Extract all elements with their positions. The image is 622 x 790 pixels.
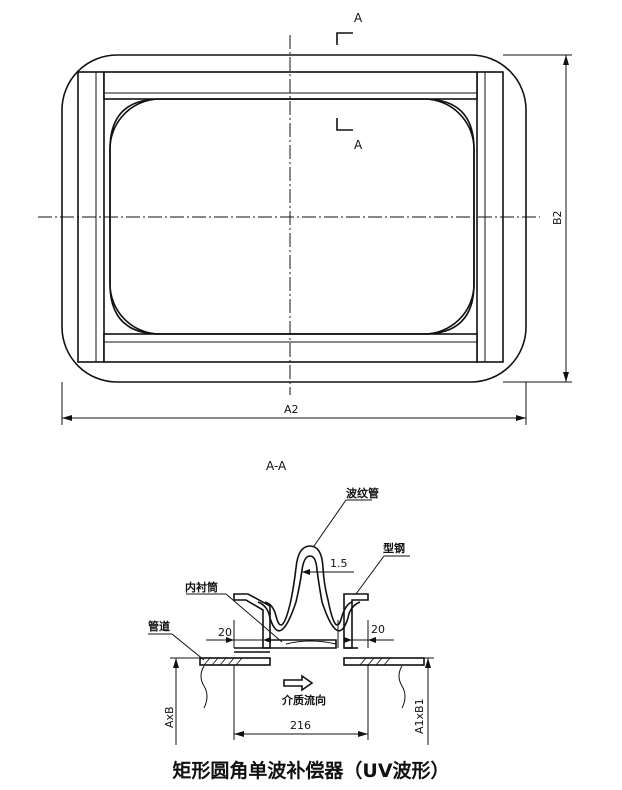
- drawing-caption: 矩形圆角单波补偿器（UV波形）: [172, 760, 450, 782]
- section-view: A-A: [148, 459, 434, 745]
- label-bellows: 波纹管: [346, 486, 379, 500]
- height-label: B2: [551, 210, 564, 225]
- label-left-vertical: AxB: [163, 706, 176, 728]
- label-inner-liner: 内衬筒: [185, 580, 218, 594]
- plan-view: A A A2 B2: [38, 11, 572, 425]
- right-pipe: [343, 657, 425, 666]
- label-thickness: 1.5: [330, 557, 348, 570]
- label-left-gap: 20: [218, 626, 232, 639]
- width-label: A2: [284, 403, 299, 416]
- left-pipe: [199, 657, 271, 666]
- section-marker-bottom: A: [354, 138, 363, 152]
- label-right-gap: 20: [371, 623, 385, 636]
- label-pipe: 管道: [148, 619, 170, 633]
- label-flow: 介质流向: [281, 693, 326, 707]
- label-section-steel: 型钢: [383, 541, 405, 555]
- outer-rounded-shell: [61, 54, 527, 383]
- section-marker-top: A: [354, 11, 363, 25]
- label-bottom-width: 216: [290, 719, 311, 732]
- left-pipe-hatch: [203, 657, 243, 666]
- flow-arrow: [283, 674, 314, 692]
- label-right-vertical: A1xB1: [413, 698, 426, 734]
- right-pipe-hatch: [359, 657, 391, 666]
- section-title: A-A: [266, 459, 287, 473]
